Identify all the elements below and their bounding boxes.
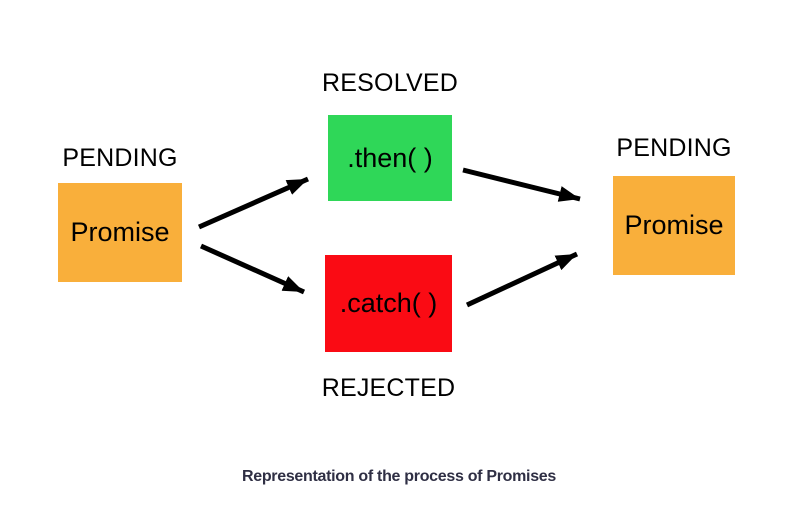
diagram-caption: Representation of the process of Promise…	[241, 468, 556, 485]
arrow-catch-to-promise	[465, 251, 579, 308]
promise-box-right: Promise	[613, 176, 735, 275]
catch-box-label: .catch( )	[339, 288, 438, 318]
arrow-promise-to-then	[197, 176, 310, 230]
resolved-label: RESOLVED	[322, 69, 458, 97]
pending-label-right: PENDING	[616, 134, 732, 162]
then-box: .then( )	[328, 115, 452, 201]
arrow-then-to-promise	[462, 167, 581, 202]
rejected-label: REJECTED	[321, 374, 456, 402]
promise-box-right-label: Promise	[624, 210, 724, 240]
promise-box-left: Promise	[58, 183, 182, 282]
pending-label-left: PENDING	[62, 144, 178, 172]
arrow-promise-to-catch	[199, 243, 306, 295]
catch-box: .catch( )	[325, 255, 452, 352]
promise-box-left-label: Promise	[70, 217, 170, 247]
then-box-label: .then( )	[347, 142, 433, 173]
